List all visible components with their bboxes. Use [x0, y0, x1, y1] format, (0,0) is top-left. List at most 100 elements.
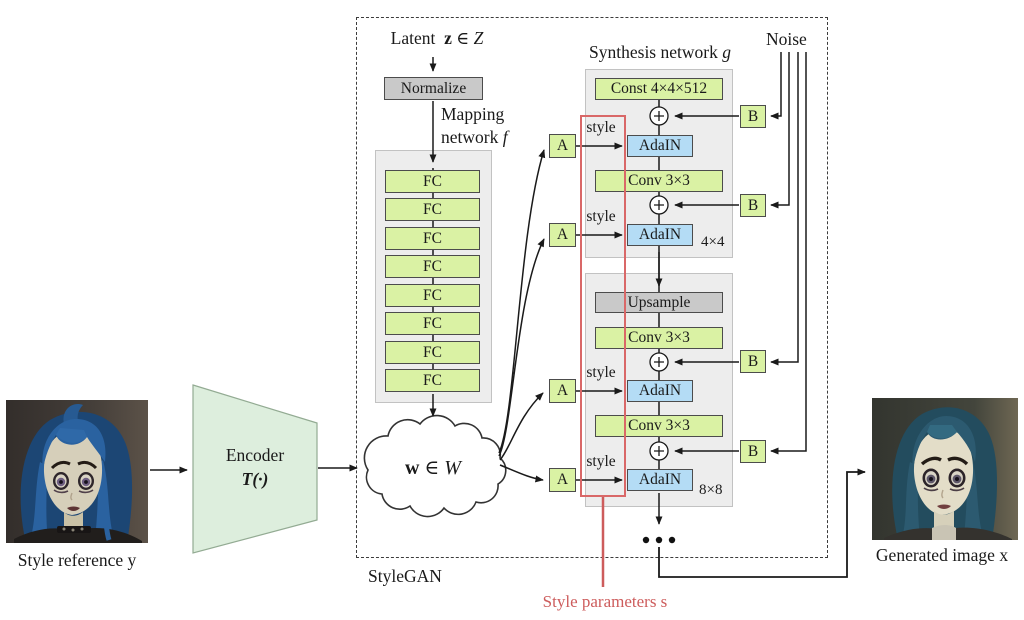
upsample-label: Upsample [627, 293, 691, 311]
element-of-symbol: ∈ [456, 28, 470, 48]
style-reference-text: Style reference y [17, 550, 137, 570]
affine-a-box: A [549, 134, 576, 158]
latent-word: Latent [390, 28, 436, 48]
style-label: style [578, 208, 624, 226]
style-parameters-label: Style parameters s [520, 592, 690, 612]
style-text: style [586, 208, 616, 225]
fc-label: FC [423, 257, 442, 275]
style-parameters-text: Style parameters s [542, 592, 668, 611]
fc-layer: FC [385, 170, 480, 193]
ellipsis-dots [642, 536, 676, 544]
style-text: style [586, 119, 616, 136]
fc-label: FC [423, 343, 442, 361]
style-reference-caption: Style reference y [4, 550, 150, 571]
fc-label: FC [423, 371, 442, 389]
stylegan-label: StyleGAN [368, 566, 442, 587]
style-text: style [586, 364, 616, 381]
upsample-box: Upsample [595, 292, 723, 313]
resolution-label-8x8: 8×8 [699, 482, 722, 499]
resolution-label-4x4: 4×4 [701, 234, 724, 251]
b-label: B [747, 442, 759, 460]
fc-layer: FC [385, 369, 480, 392]
mapping-word: Mapping [441, 104, 505, 124]
noise-add-plus-icons [649, 106, 669, 461]
latent-space-symbol: Z [473, 28, 484, 48]
generated-image-text: Generated image x [875, 545, 1009, 565]
fc-layer: FC [385, 312, 480, 335]
noise-b-box: B [740, 194, 766, 217]
normalize-box: Normalize [384, 77, 483, 100]
style-text: style [586, 453, 616, 470]
noise-b-box: B [740, 440, 766, 463]
affine-a-box: A [549, 468, 576, 492]
a-label: A [556, 137, 569, 155]
encoder-label: Encoder T(·) [205, 444, 305, 491]
res-4x4-text: 4×4 [701, 234, 725, 250]
fc-layer: FC [385, 198, 480, 221]
latent-label: Latent z ∈ Z [362, 28, 512, 49]
synthesis-g-symbol: g [722, 42, 731, 62]
b-label: B [747, 107, 759, 125]
noise-label: Noise [766, 29, 807, 50]
fc-label: FC [423, 314, 442, 332]
fc-layer: FC [385, 227, 480, 250]
conv-label: Conv 3×3 [628, 329, 690, 347]
synthesis-title-text: Synthesis network [589, 42, 718, 62]
generated-image-caption: Generated image x [858, 545, 1024, 566]
mapping-network-label: Mapping network f [441, 103, 508, 149]
synthesis-network-title: Synthesis network g [565, 42, 755, 63]
latent-var: z [444, 28, 452, 48]
element-of-symbol: ∈ [424, 457, 440, 479]
adain-box: AdaIN [627, 469, 693, 491]
fc-layer: FC [385, 284, 480, 307]
style-label: style [578, 119, 624, 137]
stylegan-text: StyleGAN [368, 566, 442, 586]
noise-b-box: B [740, 105, 766, 128]
adain-label: AdaIN [638, 382, 682, 400]
w-space-symbol: W [444, 457, 461, 479]
a-label: A [556, 382, 569, 400]
w-space-label: w ∈ W [393, 455, 473, 480]
conv-box: Conv 3×3 [595, 415, 723, 437]
a-label: A [556, 471, 569, 489]
const-box: Const 4×4×512 [595, 78, 723, 100]
conv-label: Conv 3×3 [628, 172, 690, 190]
fc-label: FC [423, 200, 442, 218]
style-label: style [578, 453, 624, 471]
adain-label: AdaIN [638, 471, 682, 489]
network-word: network [441, 126, 499, 147]
affine-a-box: A [549, 223, 576, 247]
style-label: style [578, 364, 624, 382]
noise-b-box: B [740, 350, 766, 373]
const-label: Const 4×4×512 [610, 80, 708, 98]
conv-box: Conv 3×3 [595, 170, 723, 192]
fc-label: FC [423, 229, 442, 247]
adain-box: AdaIN [627, 224, 693, 246]
noise-text: Noise [766, 29, 807, 49]
fc-layer: FC [385, 255, 480, 278]
encoder-symbol: T(·) [241, 468, 269, 489]
style-parameters-highlight-rect [580, 115, 626, 497]
adain-box: AdaIN [627, 380, 693, 402]
affine-a-box: A [549, 379, 576, 403]
fc-label: FC [423, 172, 442, 190]
mapping-f-symbol: f [502, 126, 508, 147]
a-label: A [556, 226, 569, 244]
res-8x8-text: 8×8 [699, 482, 723, 498]
b-label: B [747, 196, 759, 214]
b-label: B [747, 352, 759, 370]
encoder-title: Encoder [225, 445, 285, 465]
style-reference-image [6, 400, 148, 543]
adain-box: AdaIN [627, 135, 693, 157]
encoder-shape [192, 384, 318, 554]
adain-label: AdaIN [638, 137, 682, 155]
stylegan-dashed-frame [356, 17, 828, 558]
w-space-cloud [363, 414, 507, 518]
fc-label: FC [423, 286, 442, 304]
w-var: w [405, 457, 420, 479]
conv-box: Conv 3×3 [595, 327, 723, 349]
conv-label: Conv 3×3 [628, 417, 690, 435]
normalize-label: Normalize [400, 79, 467, 97]
